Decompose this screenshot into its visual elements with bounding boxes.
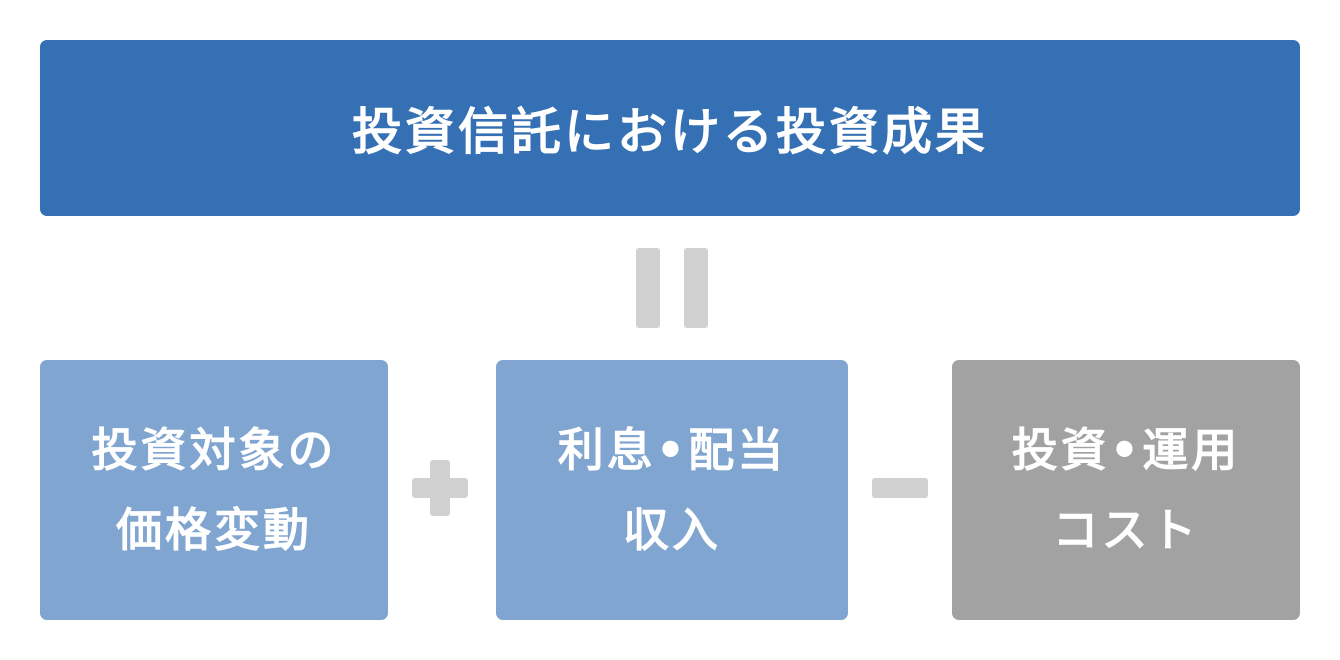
plus-sign-vertical (430, 460, 450, 516)
term-income-line2: 収入 (623, 503, 721, 557)
result-header-box: 投資信託における投資成果 (40, 40, 1300, 216)
term-cost-line1: 投資•運用 (1011, 423, 1241, 477)
equals-sign-bar-right (684, 248, 708, 328)
minus-sign (872, 478, 928, 498)
term-price-change-line1: 投資対象の (91, 423, 337, 477)
term-price-change-line2: 価格変動 (116, 503, 312, 557)
equals-sign-bar-left (636, 248, 660, 328)
term-income-box: 利息•配当 収入 (496, 360, 848, 620)
result-title: 投資信託における投資成果 (352, 103, 988, 161)
term-income-line1: 利息•配当 (557, 423, 787, 477)
term-cost-line2: コスト (1052, 503, 1200, 557)
term-price-change-box: 投資対象の 価格変動 (40, 360, 388, 620)
term-cost-box: 投資•運用 コスト (952, 360, 1300, 620)
